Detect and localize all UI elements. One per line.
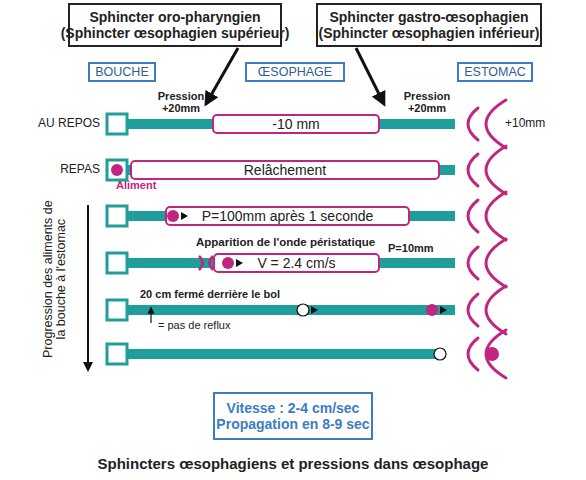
stomach-wall <box>468 286 506 334</box>
stomach-wall <box>468 192 506 240</box>
stomach-wall <box>468 100 506 148</box>
node-text: (Sphincter œsophagien inférieur) <box>319 25 540 41</box>
pointer-arrow <box>206 48 238 104</box>
node-text: Vitesse : 2-4 cm/sec <box>227 400 360 416</box>
mouth-square <box>107 344 127 364</box>
node-text: Sphincter oro-pharyngien <box>89 9 260 25</box>
node-text: Sphincter gastro-œsophagien <box>329 9 528 25</box>
pressure-label: +10mm <box>505 117 575 130</box>
region-box: BOUCHE <box>88 62 156 82</box>
node-text: Relâchement <box>244 162 327 178</box>
node-text: P=100mm après 1 seconde <box>202 208 374 224</box>
node-text: V = 2.4 cm/s <box>257 255 335 271</box>
mouth-square <box>107 206 127 226</box>
stomach-wall <box>468 330 506 378</box>
axis-label: Progression des aliments de la bouche à … <box>42 199 68 359</box>
reflux-pointer <box>150 308 151 323</box>
node-text: Propagation en 8-9 sec <box>216 416 369 432</box>
node-text: ŒSOPHAGE <box>258 65 332 79</box>
direction-tip <box>311 306 318 314</box>
mouth-square <box>107 300 127 320</box>
esophagus-segment: Relâchement <box>130 160 440 180</box>
closed-point <box>434 348 446 360</box>
food-bolus <box>426 304 438 316</box>
progression-arrow <box>87 205 89 370</box>
esophagus-segment: -10 mm <box>212 114 380 134</box>
sphincter-band <box>128 349 440 359</box>
callout-box: Sphincter oro-pharyngien(Sphincter œsoph… <box>68 3 282 47</box>
callout-box: Sphincter gastro-œsophagien(Sphincter œs… <box>316 3 542 47</box>
row-label: REPAS <box>20 163 100 176</box>
pointer-arrow <box>356 48 384 104</box>
direction-tip <box>440 306 447 314</box>
region-box: ESTOMAC <box>457 62 533 82</box>
mouth-square <box>107 114 127 134</box>
food-label: Aliment <box>116 180 176 192</box>
node-text: ESTOMAC <box>464 65 526 79</box>
pressure-label: Pression +20mm <box>396 91 458 114</box>
sphincter-band <box>128 305 455 315</box>
node-text: BOUCHE <box>95 65 148 79</box>
stomach-wall <box>468 146 506 194</box>
row-label: AU REPOS <box>20 117 100 130</box>
stomach-wall <box>468 239 506 287</box>
closure-label: 20 cm fermé derrière le bol <box>140 289 320 301</box>
figure-caption: Sphincters œsophagiens et pressions dans… <box>0 455 586 472</box>
region-box: ŒSOPHAGE <box>245 62 345 82</box>
mouth-square <box>107 160 127 180</box>
summary-box: Vitesse : 2-4 cm/secPropagation en 8-9 s… <box>213 392 373 440</box>
pressure-label: Pression +20mm <box>150 91 212 114</box>
closed-point <box>297 304 309 316</box>
reflux-label: = pas de reflux <box>158 320 278 332</box>
esophagus-segment: P=100mm après 1 seconde <box>165 206 410 226</box>
peristaltic-pinch <box>199 256 213 270</box>
node-text: -10 mm <box>272 116 319 132</box>
esophagus-segment: V = 2.4 cm/s <box>213 253 380 273</box>
node-text: (Sphincter œsophagien supérieur) <box>61 25 290 41</box>
pressure-label: P=10mm <box>388 243 458 255</box>
mouth-square <box>107 253 127 273</box>
food-bolus <box>485 347 499 361</box>
food-bolus <box>111 164 123 176</box>
